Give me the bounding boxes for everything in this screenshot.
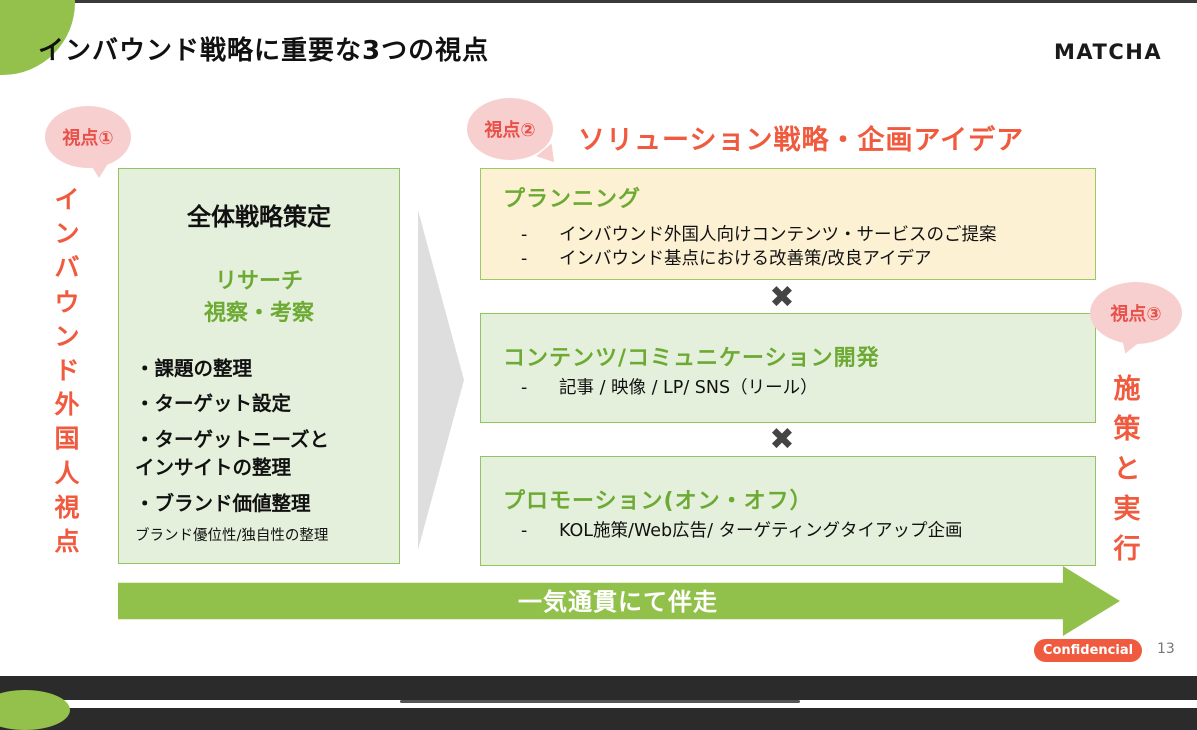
overall-strategy-heading: 全体戦略策定 xyxy=(187,203,331,231)
strategy-item: ・ターゲット設定 xyxy=(135,392,292,415)
content-dev-line-text: 記事 / 映像 / LP/ SNS（リール） xyxy=(559,378,818,398)
bubble-tail xyxy=(536,143,562,169)
overall-strategy-box: 全体戦略策定 リサーチ 視察・考察 ・課題の整理 ・ターゲット設定 ・ターゲット… xyxy=(118,168,400,564)
content-dev-line: - 記事 / 映像 / LP/ SNS（リール） xyxy=(521,374,818,399)
content-dev-box: コンテンツ/コミュニケーション開発 - 記事 / 映像 / LP/ SNS（リール… xyxy=(480,313,1096,423)
promotion-box: プロモーション(オン・オフ） - KOL施策/Web広告/ ターゲティングタイアッ… xyxy=(480,456,1096,566)
strategy-note: ブランド優位性/独自性の整理 xyxy=(135,528,329,544)
content-dev-title: コンテンツ/コミュニケーション開発 xyxy=(503,346,880,371)
viewpoint1-label: 視点① xyxy=(62,128,114,149)
planning-line: - インバウンド外国人向けコンテンツ・サービスのご提案 xyxy=(521,221,997,246)
bullet-dash: - xyxy=(521,378,528,398)
strategy-item: ・ターゲットニーズと xyxy=(135,428,330,451)
bullet-dash: - xyxy=(521,249,528,269)
chevron-right-shape xyxy=(418,210,464,550)
strategy-item: ・ブランド価値整理 xyxy=(135,492,311,515)
promotion-line-text: KOL施策/Web広告/ ターゲティングタイアップ企画 xyxy=(559,521,963,541)
brand-logo: MATCHA xyxy=(1054,40,1163,64)
viewpoint3-bubble: 視点③ xyxy=(1090,282,1182,357)
top-divider xyxy=(0,0,1197,3)
planning-line: - インバウンド基点における改善策/改良アイデア xyxy=(521,245,932,270)
bubble-tail xyxy=(89,162,109,178)
confidential-badge: Confidencial xyxy=(1034,639,1142,662)
planning-line-text: インバウンド外国人向けコンテンツ・サービスのご提案 xyxy=(559,225,997,245)
multiply-icon: ✖ xyxy=(769,280,795,315)
planning-title: プランニング xyxy=(503,187,642,212)
planning-line-text: インバウンド基点における改善策/改良アイデア xyxy=(559,249,932,269)
next-slide-preview[interactable] xyxy=(0,690,1197,730)
viewpoint1-bubble: 視点① xyxy=(45,106,131,178)
viewpoint2-bubble: 視点② xyxy=(467,98,562,169)
next-slide-divider xyxy=(400,700,800,703)
viewpoint3-vertical-text: 施策と実行 xyxy=(1113,374,1141,565)
bullet-dash: - xyxy=(521,521,528,541)
bubble-tail xyxy=(1115,335,1141,357)
viewpoint1-vertical-text: インバウンド外国人視点 xyxy=(54,185,80,557)
bullet-dash: - xyxy=(521,225,528,245)
next-slide-decoration xyxy=(0,690,70,730)
multiply-icon: ✖ xyxy=(769,422,795,457)
strategy-item: インサイトの整理 xyxy=(135,456,292,479)
solution-title: ソリューション戦略・企画アイデア xyxy=(578,125,1025,156)
arrow-label: 一気通貫にて伴走 xyxy=(518,588,718,616)
planning-box: プランニング - インバウンド外国人向けコンテンツ・サービスのご提案 - インバウン… xyxy=(480,168,1096,280)
viewpoint3-label: 視点③ xyxy=(1110,304,1162,325)
page-title: インバウンド戦略に重要な3つの視点 xyxy=(38,36,490,66)
research-line1: リサーチ xyxy=(214,269,303,294)
viewpoint2-label: 視点② xyxy=(484,120,536,141)
page-number: 13 xyxy=(1157,641,1175,657)
slide: インバウンド戦略に重要な3つの視点 MATCHA 視点① インバウンド外国人視点… xyxy=(0,0,1197,676)
promotion-line: - KOL施策/Web広告/ ターゲティングタイアップ企画 xyxy=(521,517,963,542)
strategy-item: ・課題の整理 xyxy=(135,357,253,380)
research-line2: 視察・考察 xyxy=(203,301,314,326)
promotion-title: プロモーション(オン・オフ） xyxy=(503,489,813,514)
